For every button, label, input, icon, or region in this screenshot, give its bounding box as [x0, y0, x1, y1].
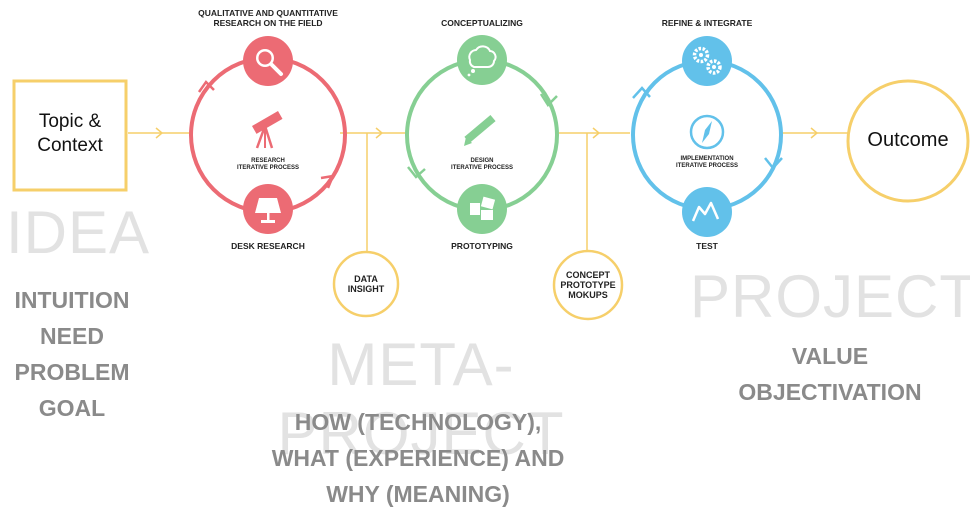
research-center-label: RESEARCH ITERATIVE PROCESS	[218, 158, 318, 172]
bubble-1-line-2: INSIGHT	[347, 284, 385, 294]
idea-item: PROBLEM	[14, 359, 130, 385]
meta-project-item: WHAT (EXPERIENCE) AND	[271, 445, 565, 471]
topic-context-box	[12, 79, 128, 192]
meta-project-item: HOW (TECHNOLOGY),	[294, 409, 542, 435]
bubble-2-line-2: PROTOTYPE	[560, 280, 616, 290]
start-line-2: Context	[37, 135, 103, 156]
research-center-1: RESEARCH	[251, 158, 285, 164]
project-phase-title: PROJECT	[690, 263, 970, 330]
blocks-icon-disc	[457, 184, 507, 234]
implementation-cycle	[631, 36, 783, 237]
test-label: TEST	[696, 241, 718, 251]
meta-project-phase-items: HOW (TECHNOLOGY), WHAT (EXPERIENCE) AND …	[238, 404, 598, 512]
desk-research-label: DESK RESEARCH	[231, 241, 305, 251]
outcome-circle	[846, 79, 970, 203]
lamp-icon	[255, 198, 281, 223]
line-graph-icon	[691, 201, 720, 222]
research-top-label-1: QUALITATIVE AND QUANTITATIVE	[198, 8, 338, 18]
idea-item: NEED	[40, 323, 104, 349]
gears-icon-disc	[682, 36, 732, 86]
research-top-label: QUALITATIVE AND QUANTITATIVE RESEARCH ON…	[178, 8, 358, 28]
idea-phase-items: INTUITION NEED PROBLEM GOAL	[4, 282, 140, 426]
refine-integrate-label: REFINE & INTEGRATE	[661, 18, 753, 28]
concept-prototype-label: CONCEPT PROTOTYPE MOKUPS	[554, 270, 622, 300]
design-cycle	[405, 35, 559, 234]
concept-prototype-bubble	[552, 249, 624, 321]
project-phase-items: VALUE OBJECTIVATION	[710, 338, 950, 410]
flow-arrow-icon	[810, 127, 819, 139]
data-insight-label: DATA INSIGHT	[334, 274, 398, 294]
idea-item: GOAL	[38, 395, 106, 421]
flow-arrow-icon	[155, 127, 164, 139]
telescope-icon	[252, 111, 283, 149]
gears-icon	[692, 46, 722, 75]
compass-icon	[689, 114, 725, 150]
implementation-center-label: IMPLEMENTATION ITERATIVE PROCESS	[652, 156, 762, 170]
data-insight-bubble	[332, 250, 400, 318]
project-item: OBJECTIVATION	[738, 379, 922, 405]
prototyping-label: PROTOTYPING	[451, 241, 513, 251]
blocks-icon	[470, 196, 496, 220]
implementation-center-1: IMPLEMENTATION	[680, 156, 734, 162]
research-top-label-2: RESEARCH ON THE FIELD	[213, 18, 323, 28]
implementation-center-2: ITERATIVE PROCESS	[676, 163, 738, 169]
bubble-2-line-3: MOKUPS	[568, 290, 608, 300]
meta-project-item: WHY (MEANING)	[326, 481, 510, 507]
research-center-2: ITERATIVE PROCESS	[237, 165, 299, 171]
magnifier-icon	[256, 49, 283, 76]
flow-line	[128, 127, 848, 258]
bubble-2-line-1: CONCEPT	[565, 270, 610, 280]
conceptualizing-label: CONCEPTUALIZING	[441, 18, 523, 28]
bubble-1-line-1: DATA	[354, 274, 378, 284]
thought-cloud-icon-disc	[457, 35, 507, 85]
cycle-arrow-icon	[320, 174, 336, 189]
cycle-arrow-icon	[632, 86, 651, 99]
outcome-label: Outcome	[867, 129, 949, 151]
cycle-arrow-icon	[764, 157, 783, 170]
flow-arrow-icon	[375, 127, 384, 139]
cycle-arrow-icon	[407, 166, 426, 179]
design-center-1: DESIGN	[470, 158, 494, 164]
idea-item: INTUITION	[14, 287, 130, 313]
topic-context-label: Topic & Context	[14, 110, 126, 158]
project-item: VALUE	[791, 343, 869, 369]
cycle-arrow-icon	[539, 93, 558, 107]
idea-phase-title: IDEA	[6, 199, 151, 266]
pencil-icon	[464, 115, 496, 146]
cycle-arrow-icon	[197, 80, 215, 93]
design-center-label: DESIGN ITERATIVE PROCESS	[432, 158, 532, 172]
flow-arrow-icon	[592, 127, 601, 139]
thought-cloud-icon	[467, 45, 497, 77]
meta-project-phase-title: META-PROJECT	[277, 331, 565, 467]
start-line-1: Topic &	[38, 111, 102, 132]
design-center-2: ITERATIVE PROCESS	[451, 165, 513, 171]
research-cycle	[189, 36, 347, 234]
